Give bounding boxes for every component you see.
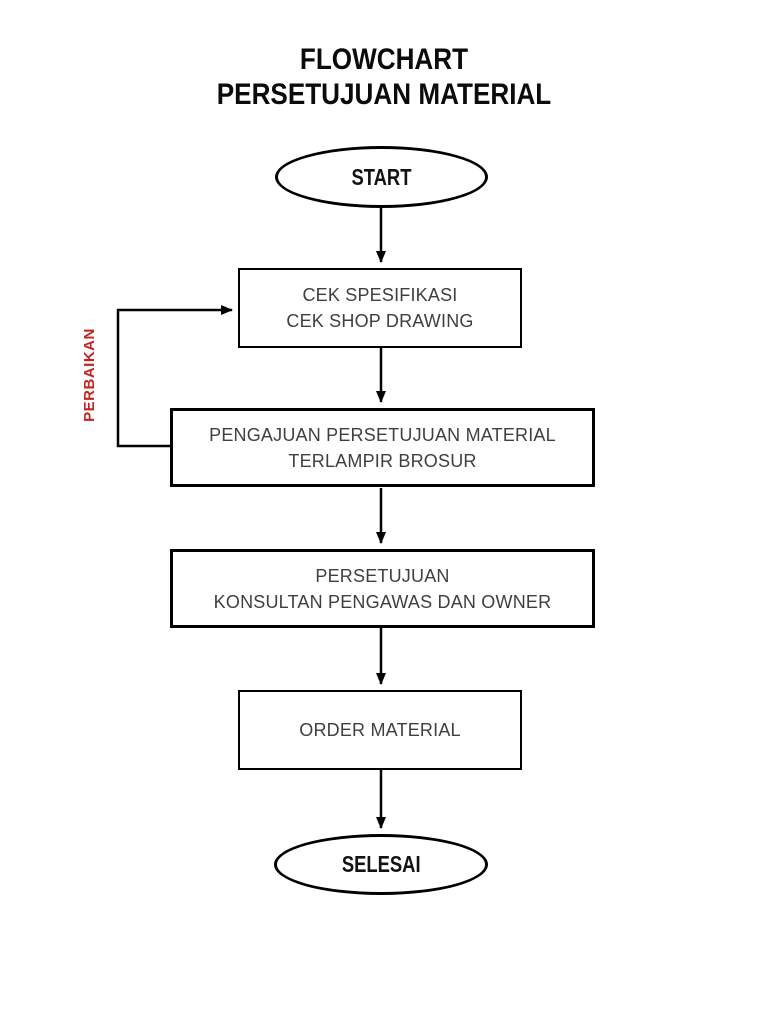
node-cek-line1: CEK SPESIFIKASI bbox=[302, 285, 458, 305]
node-pengajuan-line2: TERLAMPIR BROSUR bbox=[288, 450, 477, 471]
node-cek-spesifikasi: CEK SPESIFIKASI CEK SHOP DRAWING bbox=[238, 268, 522, 348]
node-persetujuan-line1: PERSETUJUAN bbox=[315, 565, 450, 586]
node-selesai: SELESAI bbox=[274, 834, 488, 895]
node-cek-line2: CEK SHOP DRAWING bbox=[286, 311, 474, 331]
node-start: START bbox=[275, 146, 488, 208]
node-pengajuan: PENGAJUAN PERSETUJUAN MATERIAL TERLAMPIR… bbox=[170, 408, 595, 487]
node-selesai-label: SELESAI bbox=[341, 851, 421, 877]
page-title: FLOWCHART PERSETUJUAN MATERIAL bbox=[50, 42, 718, 112]
node-order-line1: ORDER MATERIAL bbox=[299, 720, 461, 740]
node-order-material: ORDER MATERIAL bbox=[238, 690, 522, 770]
page-title-line1: FLOWCHART bbox=[299, 43, 469, 76]
node-start-label: START bbox=[351, 163, 412, 190]
node-persetujuan-line2: KONSULTAN PENGAWAS DAN OWNER bbox=[213, 591, 552, 612]
feedback-label: PERBAIKAN bbox=[81, 328, 98, 422]
node-persetujuan: PERSETUJUAN KONSULTAN PENGAWAS DAN OWNER bbox=[170, 549, 595, 628]
node-pengajuan-line1: PENGAJUAN PERSETUJUAN MATERIAL bbox=[209, 424, 556, 445]
page-title-line2: PERSETUJUAN MATERIAL bbox=[216, 78, 552, 111]
